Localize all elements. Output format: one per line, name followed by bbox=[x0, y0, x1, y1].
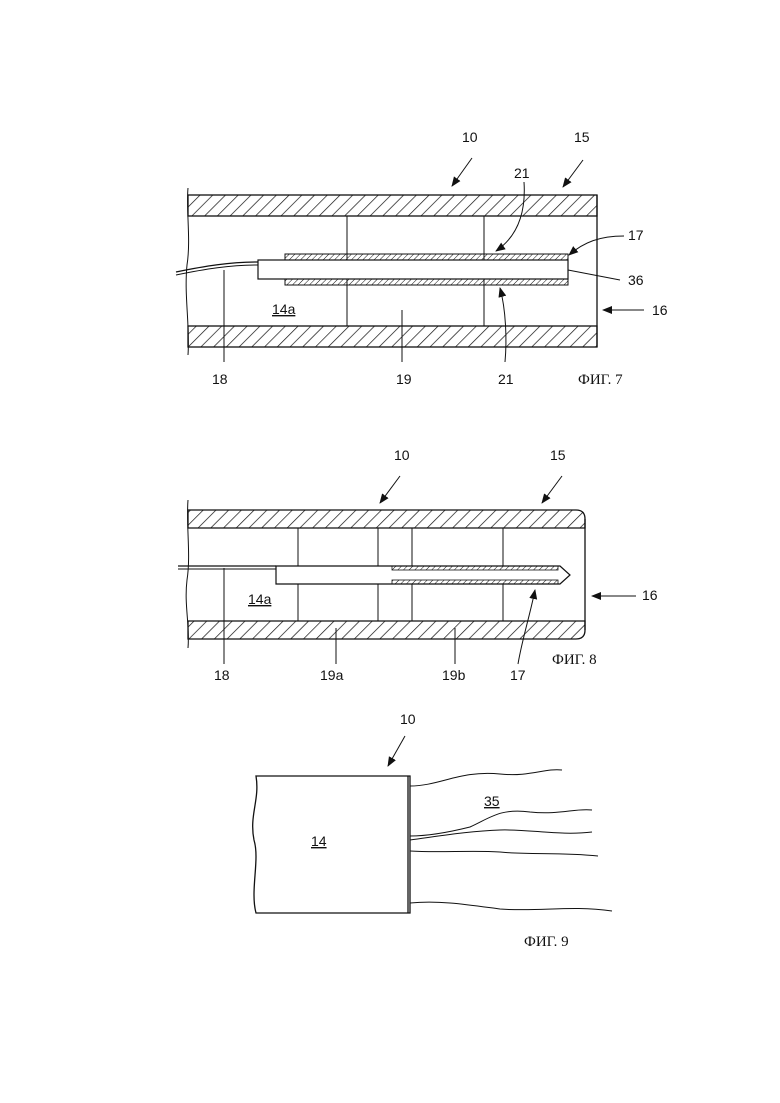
fig8-label-16: 16 bbox=[642, 587, 658, 603]
fig7-label-18: 18 bbox=[212, 371, 228, 387]
fig9-caption: ФИГ. 9 bbox=[524, 934, 569, 950]
fig8-label-15: 15 bbox=[550, 447, 566, 463]
fig8-label-19a: 19a bbox=[320, 667, 344, 683]
fig7-label-21-top: 21 bbox=[514, 165, 530, 181]
fig7-electrode-tube bbox=[258, 260, 568, 279]
fig9-label-10: 10 bbox=[400, 711, 416, 727]
fig7-label-14a: 14a bbox=[272, 301, 296, 317]
fig8-top-wall bbox=[188, 510, 585, 528]
fig8-label-14a: 14a bbox=[248, 591, 272, 607]
fig8-label-18: 18 bbox=[214, 667, 230, 683]
fig8-label-10: 10 bbox=[394, 447, 410, 463]
fig7-bottom-wall bbox=[188, 326, 597, 347]
fig8-needle-coating-top bbox=[392, 566, 558, 570]
fig7-label-10: 10 bbox=[462, 129, 478, 145]
fig8-label-19b: 19b bbox=[442, 667, 466, 683]
fig7-label-15: 15 bbox=[574, 129, 590, 145]
figure-8: 10 15 16 14a 18 19a 19b 17 ФИГ. 8 bbox=[178, 447, 658, 683]
figure-7: 10 15 21 17 36 16 14a 18 19 21 ФИГ. 7 bbox=[176, 129, 668, 388]
fig9-body-block bbox=[253, 776, 410, 913]
fig7-top-wall bbox=[188, 195, 597, 216]
fig9-label-14: 14 bbox=[311, 833, 327, 849]
fig7-label-17: 17 bbox=[628, 227, 644, 243]
fig8-caption: ФИГ. 8 bbox=[552, 652, 597, 668]
fig7-label-36: 36 bbox=[628, 272, 644, 288]
fig7-coating-top bbox=[285, 254, 568, 260]
fig7-coating-bottom bbox=[285, 279, 568, 285]
fig8-needle-coating-bottom bbox=[392, 580, 558, 584]
fig9-label-35: 35 bbox=[484, 793, 500, 809]
fig7-label-16: 16 bbox=[652, 302, 668, 318]
fig8-label-17: 17 bbox=[510, 667, 526, 683]
fig7-label-21-bottom: 21 bbox=[498, 371, 514, 387]
fig7-label-19: 19 bbox=[396, 371, 412, 387]
figure-9: 10 35 14 ФИГ. 9 bbox=[253, 711, 612, 950]
fig7-caption: ФИГ. 7 bbox=[578, 372, 623, 388]
